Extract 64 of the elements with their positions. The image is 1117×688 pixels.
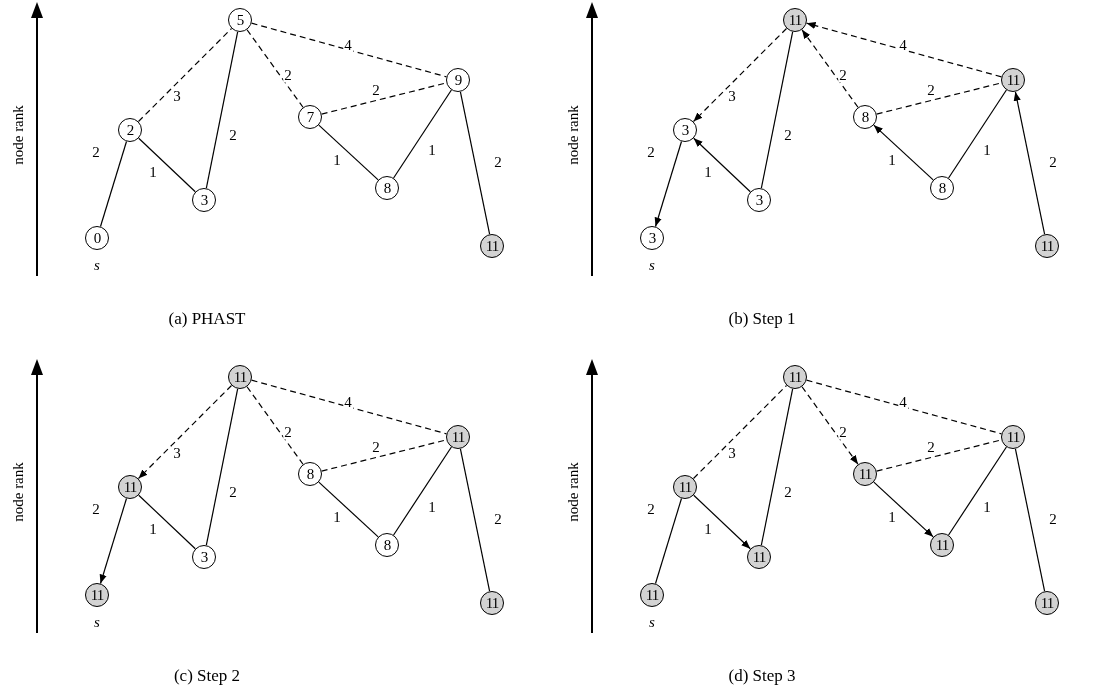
edge-label: 2 <box>91 144 101 160</box>
axis-label: node rank <box>565 105 581 165</box>
edge-label: 4 <box>898 37 908 53</box>
arrow <box>692 27 788 123</box>
edge-label: 2 <box>1048 154 1058 170</box>
arrow <box>99 497 128 585</box>
edge-label: 2 <box>228 127 238 143</box>
arrow <box>801 386 859 465</box>
source-label: s <box>94 615 100 630</box>
subfigure-caption: (a) PHAST <box>168 309 246 327</box>
edge-label: 2 <box>783 127 793 143</box>
edge-label: 2 <box>646 501 656 517</box>
source-label: s <box>649 258 655 273</box>
edge-label: 1 <box>148 521 158 537</box>
edge-label: 2 <box>1048 511 1058 527</box>
edge-label: 2 <box>283 67 293 83</box>
edge-label: 2 <box>783 484 793 500</box>
edge-label: 3 <box>727 88 737 104</box>
edge-label: 2 <box>493 511 503 527</box>
edge-label: 1 <box>703 164 713 180</box>
edge-label: 1 <box>332 152 342 168</box>
arrow <box>654 140 683 228</box>
edge-label: 4 <box>343 394 353 410</box>
edge-label: 4 <box>898 394 908 410</box>
axis-label: node rank <box>10 105 26 165</box>
arrow <box>137 384 233 480</box>
arrow <box>801 29 859 108</box>
edge-label: 2 <box>283 424 293 440</box>
arrow <box>693 137 751 193</box>
edge-label: 2 <box>228 484 238 500</box>
edge-label: 2 <box>371 439 381 455</box>
edge-label: 2 <box>371 82 381 98</box>
edge-label: 2 <box>926 439 936 455</box>
edge-label: 1 <box>887 152 897 168</box>
source-label: s <box>94 258 100 273</box>
edge-label: 1 <box>982 499 992 515</box>
arrow <box>693 494 751 550</box>
arrow <box>873 481 934 538</box>
arrow <box>873 124 934 181</box>
edge-label: 3 <box>727 445 737 461</box>
edge-label: 1 <box>887 509 897 525</box>
edge-label: 2 <box>838 424 848 440</box>
subfigure-caption: (c) Step 2 <box>173 666 241 684</box>
axis-label: node rank <box>10 462 26 522</box>
subfigure-caption: (d) Step 3 <box>728 666 796 684</box>
axis-label: node rank <box>565 462 581 522</box>
edge-label: 2 <box>91 501 101 517</box>
edge-label: 1 <box>427 499 437 515</box>
edge-label: 2 <box>838 67 848 83</box>
edge-label: 2 <box>926 82 936 98</box>
edge-label: 3 <box>172 445 182 461</box>
edge-label: 1 <box>332 509 342 525</box>
edge-label: 4 <box>343 37 353 53</box>
source-label: s <box>649 615 655 630</box>
arrow <box>805 22 1003 78</box>
edge-label: 2 <box>493 154 503 170</box>
arrow <box>1013 91 1046 235</box>
edge-label: 1 <box>427 142 437 158</box>
edge-label: 1 <box>148 164 158 180</box>
edge-label: 1 <box>982 142 992 158</box>
edge-label: 2 <box>646 144 656 160</box>
edge-label: 1 <box>703 521 713 537</box>
subfigure-caption: (b) Step 1 <box>728 309 796 327</box>
edge-label: 3 <box>172 88 182 104</box>
